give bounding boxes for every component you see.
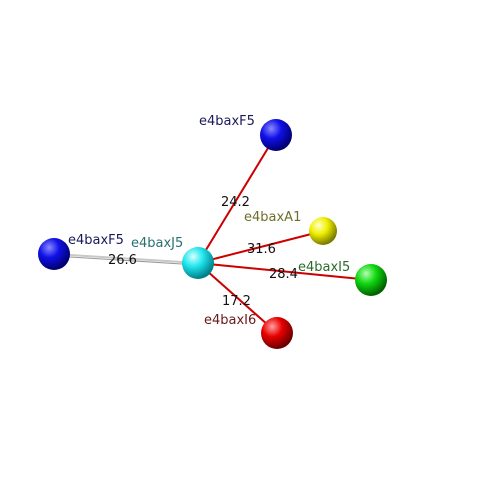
node-top-sphere xyxy=(260,119,292,151)
distance-label-top: 24.2 xyxy=(221,195,250,210)
node-yellow-sphere xyxy=(309,217,337,245)
distance-label-left: 26.6 xyxy=(108,253,137,268)
node-label-red: e4baxI6 xyxy=(204,313,256,328)
distance-label-green: 28.4 xyxy=(269,267,298,282)
node-left-sphere xyxy=(38,238,70,270)
bond-top xyxy=(197,134,277,264)
bond-red xyxy=(197,262,278,334)
bond-left-shadow xyxy=(53,255,199,266)
node-label-yellow: e4baxA1 xyxy=(244,210,301,225)
distance-label-yellow: 31.6 xyxy=(247,242,276,257)
bond-green xyxy=(197,262,372,281)
node-label-center: e4baxJ5 xyxy=(131,236,183,251)
distance-label-red: 17.2 xyxy=(222,294,251,309)
bond-left xyxy=(53,253,199,264)
node-green-sphere xyxy=(355,264,387,296)
node-label-left: e4baxF5 xyxy=(68,233,124,248)
node-label-top: e4baxF5 xyxy=(199,114,255,129)
node-label-green: e4baxI5 xyxy=(298,260,350,275)
bond-yellow xyxy=(197,230,324,264)
node-center-sphere xyxy=(182,247,214,279)
node-red-sphere xyxy=(261,317,293,349)
